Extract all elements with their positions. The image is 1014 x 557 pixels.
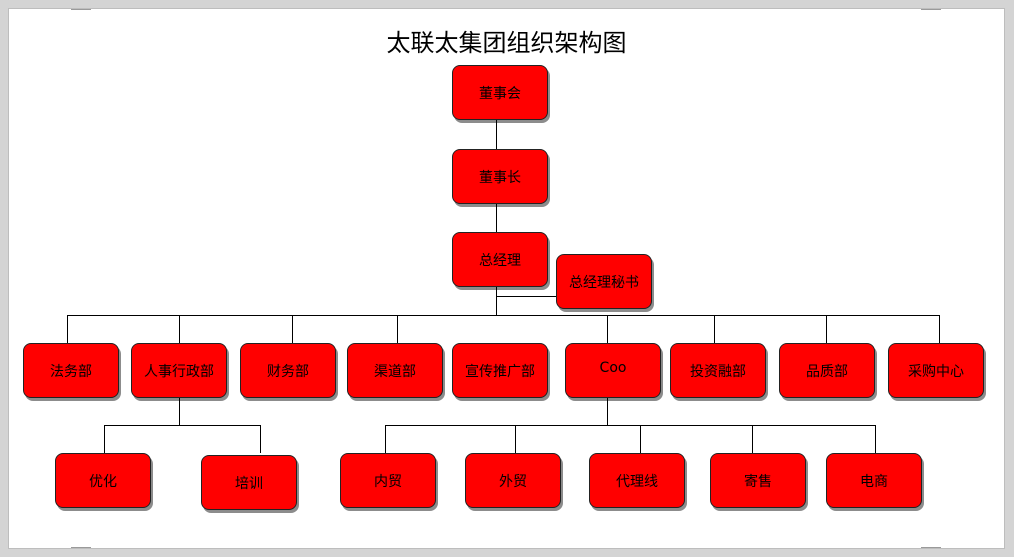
- crop-mark: [71, 9, 91, 10]
- connector-board-chairman: [496, 120, 497, 149]
- node-promotion: 宣传推广部: [452, 343, 548, 398]
- connector-coo-bus: [385, 425, 876, 426]
- node-ecommerce: 电商: [826, 453, 922, 508]
- connector-drop-coo: [607, 315, 608, 343]
- connector-hr-down: [179, 398, 180, 425]
- connector-departments-bus: [67, 315, 940, 316]
- diagram-canvas: 太联太集团组织架构图 董事会 董事长 总经理 总经理秘书 法务部 人事行政部 财…: [8, 8, 1005, 549]
- node-investment: 投资融部: [670, 343, 766, 398]
- node-legal: 法务部: [23, 343, 119, 398]
- connector-hr-bus: [104, 425, 261, 426]
- node-finance: 财务部: [240, 343, 336, 398]
- node-optimization: 优化: [55, 453, 151, 508]
- connector-drop-hr: [179, 315, 180, 343]
- connector-drop-investment: [714, 315, 715, 343]
- connector-drop-training: [260, 425, 261, 453]
- connector-secretary: [496, 296, 556, 297]
- node-domestic-trade: 内贸: [340, 453, 436, 508]
- node-quality: 品质部: [779, 343, 875, 398]
- connector-drop-ecommerce: [875, 425, 876, 453]
- node-channel: 渠道部: [347, 343, 443, 398]
- node-gm-secretary: 总经理秘书: [556, 254, 652, 309]
- connector-drop-finance: [292, 315, 293, 343]
- node-training: 培训: [201, 455, 297, 510]
- node-coo: Coo: [565, 343, 661, 398]
- connector-drop-legal: [67, 315, 68, 343]
- connector-drop-channel: [397, 315, 398, 343]
- node-chairman: 董事长: [452, 149, 548, 204]
- node-general-manager: 总经理: [452, 232, 548, 287]
- node-board: 董事会: [452, 65, 548, 120]
- crop-mark: [921, 9, 941, 10]
- node-foreign-trade: 外贸: [465, 453, 561, 508]
- connector-drop-agent: [640, 425, 641, 453]
- node-consignment: 寄售: [710, 453, 806, 508]
- connector-drop-quality: [826, 315, 827, 343]
- connector-gm-trunk: [496, 287, 497, 316]
- connector-chairman-gm: [496, 204, 497, 233]
- connector-drop-consignment: [752, 425, 753, 453]
- connector-drop-purchasing: [939, 315, 940, 343]
- crop-mark: [921, 547, 941, 548]
- node-agent-line: 代理线: [589, 453, 685, 508]
- crop-mark: [71, 547, 91, 548]
- chart-title: 太联太集团组织架构图: [386, 29, 627, 57]
- connector-coo-down: [607, 398, 608, 425]
- node-purchasing: 采购中心: [888, 343, 984, 398]
- connector-drop-optimization: [104, 425, 105, 453]
- node-hr-admin: 人事行政部: [131, 343, 227, 398]
- connector-drop-foreign: [515, 425, 516, 453]
- connector-drop-domestic: [385, 425, 386, 453]
